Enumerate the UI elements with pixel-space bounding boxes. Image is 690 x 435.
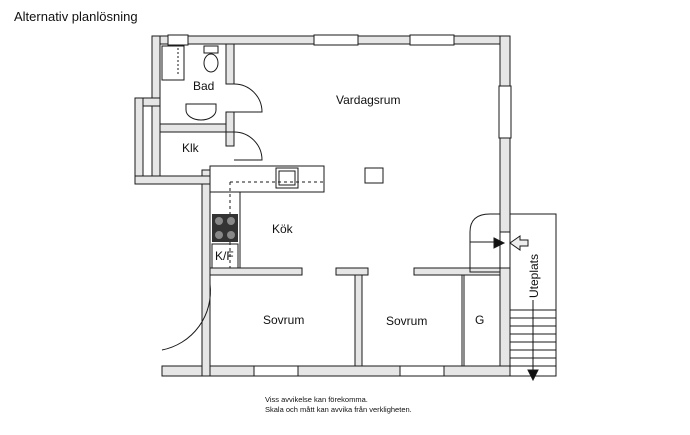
wall-bedroom-divider (354, 274, 363, 367)
room-label-g: G (475, 313, 485, 327)
wall-bath-right (225, 43, 235, 85)
stove (212, 214, 238, 242)
wall-klk-bottom (134, 175, 211, 185)
wall-bath-right-lower (225, 111, 235, 133)
wall-bath-bottom (159, 123, 235, 133)
wall-kitchen-bottom-left (209, 267, 303, 276)
outer-wall-left-lower (201, 169, 211, 377)
window-bedroom-1 (253, 365, 299, 377)
wall-klk-right (225, 131, 235, 147)
entrance-arrow (493, 237, 506, 249)
room-label-kf: K/F (215, 249, 234, 263)
wall-bath-step-vertical (134, 97, 144, 183)
door-front (161, 283, 211, 351)
kitchen-sink (275, 167, 299, 189)
disclaimer-line-1: Viss avvikelse kan förekomma. (265, 395, 368, 404)
fridge-freezer (211, 243, 239, 269)
washbasin (185, 103, 217, 121)
room-label-klk: Klk (182, 141, 199, 155)
door-klk (233, 131, 263, 161)
outer-wall-right-lower (499, 267, 511, 377)
room-label-sovrum-1: Sovrum (263, 313, 305, 327)
room-label-vardagsrum: Vardagsrum (336, 93, 401, 107)
wall-kitchen-bottom-mid (335, 267, 369, 276)
uteplats-arrow (509, 235, 529, 251)
outer-wall-bottom (161, 365, 511, 377)
room-label-kok: Kök (272, 222, 293, 236)
window-bedroom-2 (399, 365, 445, 377)
shower (161, 45, 185, 81)
window-living-2 (409, 34, 455, 46)
page-title: Alternativ planlösning (14, 9, 138, 24)
stairs-down-arrow (527, 369, 539, 382)
wall-g-left (461, 274, 465, 367)
outer-wall-left-upper (151, 35, 161, 185)
room-label-uteplats: Uteplats (527, 253, 541, 298)
room-label-sovrum-2: Sovrum (386, 314, 428, 328)
kitchen-counter (209, 165, 325, 193)
disclaimer-line-2: Skala och mått kan avvika från verklighe… (265, 405, 412, 414)
window-bath (167, 34, 189, 46)
toilet (203, 53, 219, 73)
room-label-bad: Bad (193, 79, 215, 93)
window-living-side (498, 85, 512, 139)
door-bath (233, 83, 263, 113)
kitchen-island (364, 167, 384, 184)
window-living-1 (313, 34, 359, 46)
entrance-stairs-small (469, 213, 501, 273)
